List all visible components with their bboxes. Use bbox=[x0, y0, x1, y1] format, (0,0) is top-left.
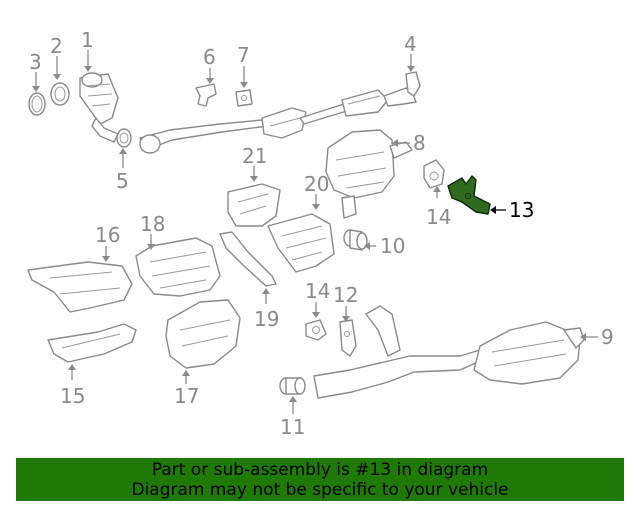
hanger-part-14-upper bbox=[423, 159, 445, 189]
front-muffler-part-8 bbox=[325, 129, 413, 219]
callout-12: 12 bbox=[333, 283, 358, 307]
gasket-ring-part-3 bbox=[28, 92, 46, 116]
callout-3: 3 bbox=[29, 50, 42, 74]
heat-shield-part-18 bbox=[135, 237, 221, 297]
callout-21: 21 bbox=[242, 144, 267, 168]
bracket-part-12 bbox=[339, 319, 357, 357]
callout-5: 5 bbox=[116, 169, 129, 193]
callout-4: 4 bbox=[404, 32, 417, 56]
callout-15: 15 bbox=[60, 384, 85, 408]
heat-shield-part-15 bbox=[47, 323, 137, 363]
callout-16: 16 bbox=[95, 223, 120, 247]
clamp-ring-part-2 bbox=[50, 82, 70, 106]
callout-2: 2 bbox=[50, 34, 63, 58]
callout-labels: 1 2 3 4 5 6 7 8 9 10 11 12 13 14 14 15 1… bbox=[29, 28, 614, 439]
callout-20: 20 bbox=[304, 172, 329, 196]
heat-shield-part-17 bbox=[165, 299, 241, 369]
heat-shield-part-16 bbox=[27, 261, 133, 313]
callout-9: 9 bbox=[601, 325, 614, 349]
clamp-part-11 bbox=[279, 377, 306, 395]
callout-10: 10 bbox=[380, 234, 405, 258]
banner-line-part-number: Part or sub-assembly is #13 in diagram bbox=[151, 460, 489, 480]
callout-17: 17 bbox=[174, 384, 199, 408]
bracket-part-13-highlighted bbox=[447, 175, 491, 215]
callout-6: 6 bbox=[203, 45, 216, 69]
gasket-part-5 bbox=[116, 128, 132, 148]
callout-1: 1 bbox=[81, 28, 94, 52]
exhaust-system-diagram: 1 2 3 4 5 6 7 8 9 10 11 12 13 14 14 15 1… bbox=[27, 28, 614, 439]
catalytic-converter-part-1 bbox=[79, 72, 119, 143]
banner-line-disclaimer: Diagram may not be specific to your vehi… bbox=[131, 480, 509, 500]
callout-19: 19 bbox=[254, 307, 279, 331]
leader-lines bbox=[32, 50, 598, 414]
heat-shield-part-20 bbox=[267, 213, 335, 273]
intermediate-pipe-part-4 bbox=[139, 71, 421, 154]
callout-14-lower: 14 bbox=[305, 279, 330, 303]
callout-8: 8 bbox=[413, 131, 426, 155]
callout-13: 13 bbox=[509, 198, 534, 222]
heat-shield-part-21 bbox=[227, 183, 281, 227]
bracket-part-6 bbox=[195, 83, 217, 107]
callout-18: 18 bbox=[140, 212, 165, 236]
bracket-part-7 bbox=[235, 89, 253, 107]
callout-14-upper: 14 bbox=[426, 205, 451, 229]
callout-7: 7 bbox=[237, 43, 250, 67]
hanger-part-14-lower bbox=[305, 319, 327, 341]
disclaimer-banner: Part or sub-assembly is #13 in diagram D… bbox=[16, 458, 624, 501]
rear-muffler-part-9 bbox=[313, 305, 585, 399]
callout-11: 11 bbox=[280, 415, 305, 439]
heat-shield-part-19 bbox=[219, 231, 277, 287]
clamp-part-10 bbox=[343, 229, 368, 251]
